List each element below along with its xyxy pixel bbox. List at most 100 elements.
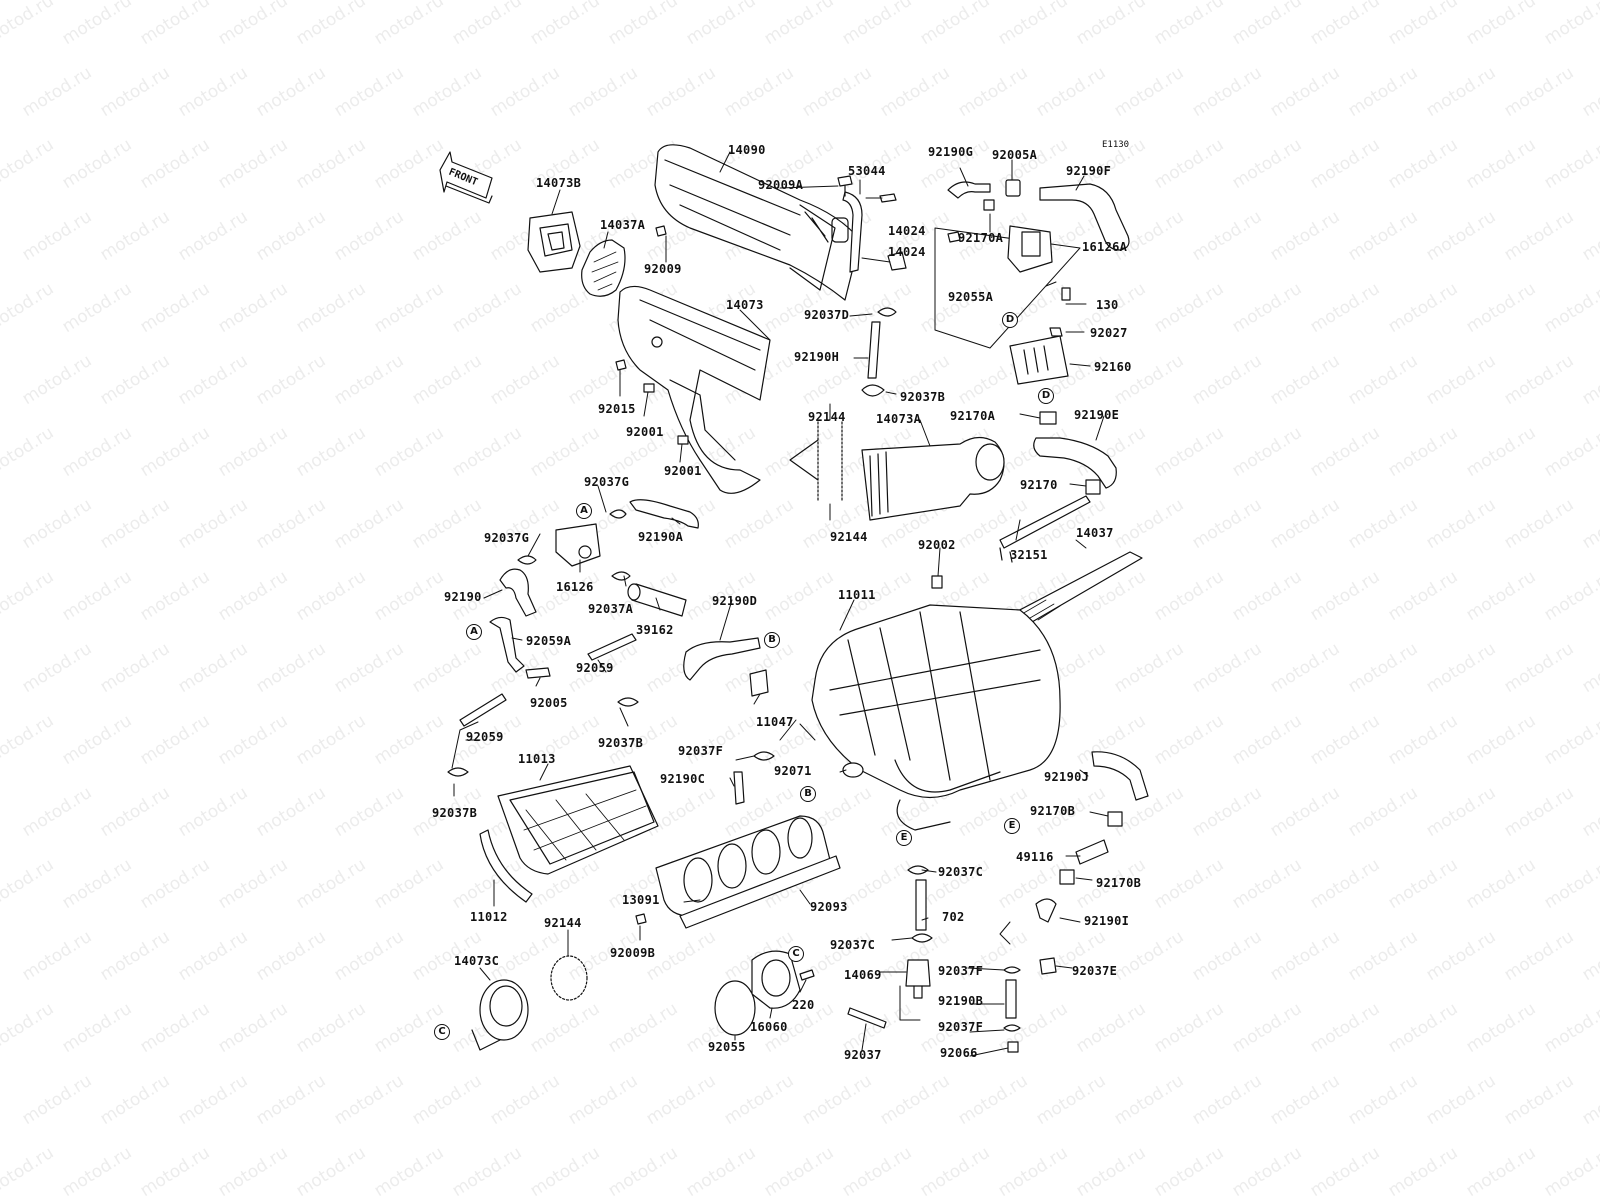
part-label-92009: 92009 (644, 262, 682, 276)
part-label-53044: 53044 (848, 164, 886, 178)
part-label-92037: 92037 (844, 1048, 882, 1062)
filter-39162 (627, 583, 687, 617)
tube-32151-fittings (999, 547, 1013, 563)
gasket-92093 (679, 855, 841, 929)
clamp-92170-icon (1085, 479, 1101, 495)
part-label-11011: 11011 (838, 588, 876, 602)
bolt-92009-icon (655, 225, 667, 237)
part-label-92002: 92002 (918, 538, 956, 552)
part-label-92190d: 92190D (712, 594, 758, 608)
joint-92005A (1005, 179, 1021, 197)
part-label-92144-bot: 92144 (544, 916, 582, 930)
screw-92001-b-icon (677, 435, 689, 445)
part-label-92015: 92015 (598, 402, 636, 416)
part-label-14073c: 14073C (454, 954, 500, 968)
part-label-92066: 92066 (940, 1046, 978, 1060)
clamp-92037F-c-icon (1003, 1024, 1021, 1032)
part-label-92170b-a: 92170B (1030, 804, 1076, 818)
ref-marker-a-top: A (576, 503, 592, 519)
part-label-92144-top: 92144 (808, 410, 846, 424)
part-label-14073a: 14073A (876, 412, 922, 426)
hose-92190B (1005, 979, 1017, 1019)
part-label-16126: 16126 (556, 580, 594, 594)
part-label-92037b-mid: 92037B (598, 736, 644, 750)
spring-92144-a (789, 421, 843, 501)
part-label-92055a: 92055A (948, 290, 994, 304)
hose-92059-b (459, 693, 507, 727)
part-label-39162: 39162 (636, 623, 674, 637)
drain-14069 (905, 959, 931, 999)
part-label-92170b-b: 92170B (1096, 876, 1142, 890)
ref-marker-e-low: E (896, 830, 912, 846)
part-label-14073: 14073 (726, 298, 764, 312)
clamp-92037A-icon (611, 571, 631, 581)
part-label-92059a: 92059A (526, 634, 572, 648)
seal-11012 (479, 829, 533, 903)
spring-92144-b (550, 955, 588, 1001)
part-label-14024a: 14024 (888, 224, 926, 238)
bolt-92055A-icon (947, 231, 961, 243)
part-label-92190a: 92190A (638, 530, 684, 544)
clamp-92037E-icon (1039, 957, 1057, 975)
hose-92059A (489, 616, 525, 673)
part-label-92190c: 92190C (660, 772, 706, 786)
cover-16060 (751, 950, 801, 1009)
part-label-92037d: 92037D (804, 308, 850, 322)
part-label-92190: 92190 (444, 590, 482, 604)
part-label-92037g-b: 92037G (484, 531, 530, 545)
clamp-92037G-b-icon (517, 555, 537, 565)
plate-13091 (655, 815, 831, 917)
part-label-16060: 16060 (750, 1020, 788, 1034)
gasket-92055 (714, 980, 756, 1036)
part-label-16126a: 16126A (1082, 240, 1128, 254)
hose-92190C (733, 771, 745, 805)
clamp-92037B-top-icon (861, 384, 885, 397)
part-label-92055: 92055 (708, 1040, 746, 1054)
hose-92190G (947, 181, 991, 199)
clamp-92170A-mid-icon (1039, 411, 1057, 425)
bolt-92009A-icon (837, 175, 853, 197)
part-label-92037b-top: 92037B (900, 390, 946, 404)
cap-92066-icon (1007, 1041, 1019, 1053)
hose-92190E (1033, 437, 1117, 489)
part-label-92093: 92093 (810, 900, 848, 914)
part-label-92037c-a: 92037C (938, 865, 984, 879)
diagram-code: E1130 (1102, 140, 1130, 150)
part-label-92160: 92160 (1094, 360, 1132, 374)
part-label-14090: 14090 (728, 143, 766, 157)
part-label-14037: 14037 (1076, 526, 1114, 540)
valve-16126A (1007, 225, 1053, 273)
part-label-14069: 14069 (844, 968, 882, 982)
grommet-92071 (842, 762, 864, 778)
leader-lines (451, 151, 1109, 1057)
hose-92190F (1039, 183, 1130, 251)
ref-marker-d-mid: D (1038, 388, 1054, 404)
hose-92059-a (587, 633, 637, 661)
clamp-92037F-b-icon (1003, 966, 1021, 974)
clamp-92037D-icon (877, 307, 897, 317)
boot-14073B (527, 211, 581, 273)
hose-92190 (499, 568, 537, 617)
ref-marker-c-right: C (788, 946, 804, 962)
part-label-92037e: 92037E (1072, 964, 1118, 978)
hose-92190D (683, 637, 761, 681)
screw-92009B-icon (635, 913, 647, 925)
part-label-92037a: 92037A (588, 602, 634, 616)
part-label-130: 130 (1096, 298, 1119, 312)
part-label-92037f-c: 92037F (938, 1020, 984, 1034)
part-label-92059-b: 92059 (466, 730, 504, 744)
part-label-92059-a: 92059 (576, 661, 614, 675)
hose-14024-b (887, 251, 907, 271)
part-label-92071: 92071 (774, 764, 812, 778)
screw-220-icon (799, 969, 815, 981)
part-label-92170a-top: 92170A (958, 231, 1004, 245)
clamp-92037F-a-icon (753, 751, 775, 761)
part-label-92190h: 92190H (794, 350, 840, 364)
hose-92190I (1035, 898, 1057, 923)
intake-duct-14073 (617, 285, 771, 494)
part-label-11012: 11012 (470, 910, 508, 924)
ref-marker-b-right: B (764, 632, 780, 648)
clamp-92170A-top-icon (983, 199, 995, 211)
